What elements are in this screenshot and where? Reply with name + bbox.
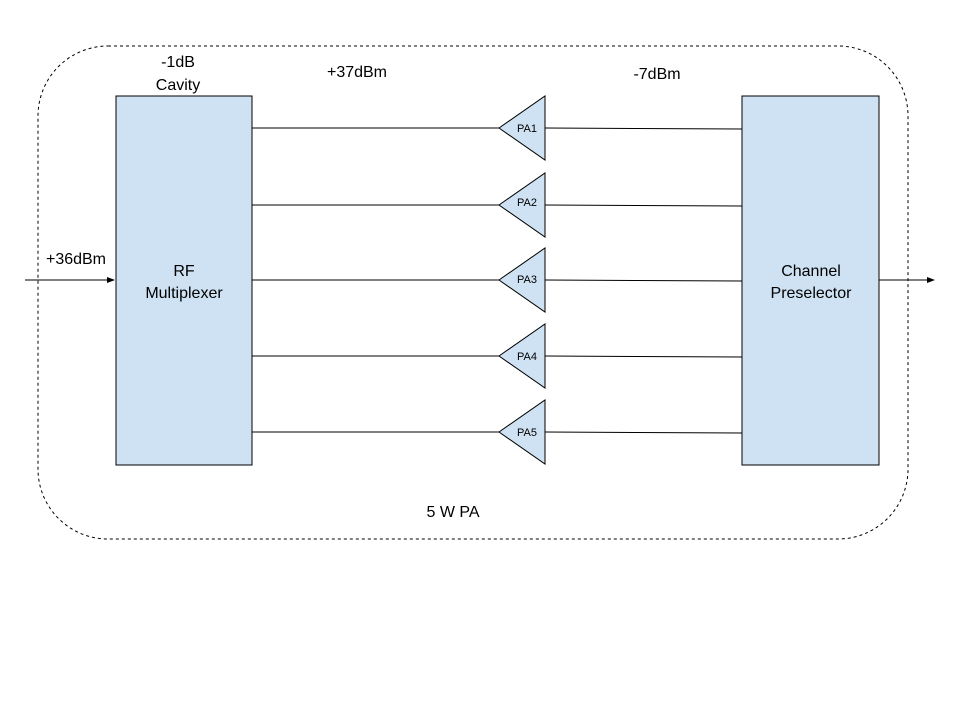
channel-preselector-label-line-2: Preselector (771, 285, 853, 302)
pa-label: PA3 (517, 274, 537, 286)
rf-multiplexer-label-line-1: RF (173, 263, 195, 280)
pa-input-wire (544, 127, 743, 130)
pa-label: PA2 (517, 197, 537, 209)
triangle-amplifier-icon (498, 323, 546, 389)
channel-preselector-block: Channel Preselector (741, 95, 880, 466)
pa-chain-5: PA5 (252, 399, 743, 465)
channel-preselector-label-line-1: Channel (781, 263, 841, 280)
enclosure-boundary (37, 45, 909, 540)
pa-label: PA5 (517, 427, 537, 439)
pa-input-power-label: -7dBm (633, 66, 680, 83)
pa-label: PA1 (517, 123, 537, 135)
pa-label: PA4 (517, 351, 537, 363)
triangle-amplifier-icon (498, 172, 546, 238)
pa-chain-1: PA1 (252, 95, 743, 161)
enclosure-label: 5 W PA (426, 504, 479, 521)
pa-output-power-label: +37dBm (327, 64, 387, 81)
cavity-loss-label-line-1: -1dB (161, 54, 195, 71)
input-power-label: +36dBm (46, 251, 106, 268)
cavity-loss-label-line-2: Cavity (156, 77, 200, 94)
pa-chain-3: PA3 (252, 247, 743, 313)
pa-input-wire (544, 204, 743, 207)
triangle-amplifier-icon (498, 399, 546, 465)
pa-chain-2: PA2 (252, 172, 743, 238)
triangle-amplifier-icon (498, 95, 546, 161)
rf-multiplexer-block: RF Multiplexer (115, 95, 253, 466)
pa-input-wire (544, 279, 743, 282)
pa-input-wire (544, 355, 743, 358)
triangle-amplifier-icon (498, 247, 546, 313)
rf-multiplexer-box (115, 95, 253, 466)
channel-preselector-box (741, 95, 880, 466)
rf-multiplexer-label-line-2: Multiplexer (145, 285, 223, 302)
pa-chain-4: PA4 (252, 323, 743, 389)
pa-input-wire (544, 431, 743, 434)
